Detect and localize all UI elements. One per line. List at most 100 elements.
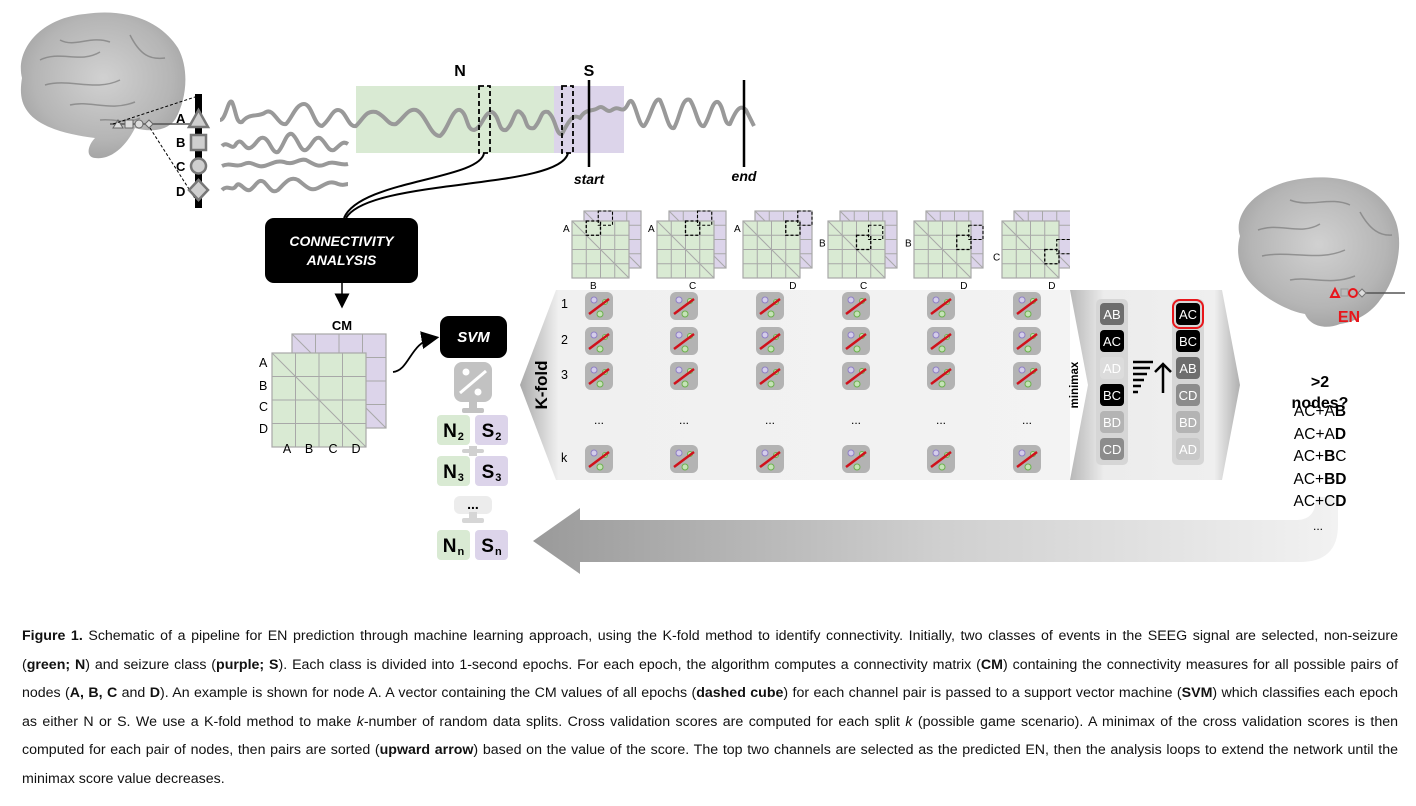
circle-icon xyxy=(189,157,208,175)
connectivity-line-1: CONNECTIVITY xyxy=(289,232,394,249)
class-label-n: N xyxy=(454,63,466,80)
signal-channel-a xyxy=(219,97,756,138)
svm-classifier-icon xyxy=(670,292,698,320)
node-combination: AC+BD xyxy=(1293,470,1347,488)
minimax-label: minimax xyxy=(1069,361,1081,408)
svm-classifier-icon xyxy=(670,445,698,473)
pipeline-diagram: A B C D N S start end CM A B C D A B xyxy=(20,12,1405,574)
svm-classifier-icon xyxy=(842,445,870,473)
channel-label-a: A xyxy=(176,111,186,126)
question-line-1: >2 xyxy=(1311,374,1329,391)
class-label-s: S xyxy=(584,63,595,80)
electrode-contacts-left xyxy=(110,96,197,201)
nonseizure-window xyxy=(356,86,554,153)
node-combination: AC+AD xyxy=(1293,425,1347,443)
caption-label: Figure 1. xyxy=(22,628,83,644)
svm-box: SVM xyxy=(440,316,507,358)
cm-row-c: C xyxy=(259,400,268,414)
cm-col-d: D xyxy=(351,442,360,456)
svm-classifier-icon xyxy=(756,445,784,473)
unsorted-pair-bd: BD xyxy=(1100,411,1124,433)
node-combination: AC+BC xyxy=(1293,448,1347,465)
fold-ellipsis: ... xyxy=(679,413,689,427)
kfold-row-labels: 1 2 3 k xyxy=(561,297,568,465)
unsorted-pair-ab: AB xyxy=(1100,303,1124,325)
fold-label-2: 2 xyxy=(561,333,568,347)
question-line-2: nodes? xyxy=(1292,395,1349,412)
svm-classifier-icon xyxy=(1013,292,1041,320)
dashed-cube xyxy=(684,220,701,236)
pair-row-label: A xyxy=(563,224,570,235)
sorted-pair-bd: BD xyxy=(1176,411,1200,433)
svm-ellipsis: ... xyxy=(467,496,479,512)
svm-classifier-icon xyxy=(842,292,870,320)
signal-channel-d xyxy=(220,176,349,194)
pair-matrix-ab: AB xyxy=(563,210,642,292)
end-label: end xyxy=(732,168,757,184)
en-label: EN xyxy=(1338,309,1360,326)
svm-classifier-icon xyxy=(842,327,870,355)
pair-row-label: A xyxy=(734,224,741,235)
sorted-pair-cd: CD xyxy=(1176,384,1200,406)
fold-ellipsis: ... xyxy=(1022,413,1032,427)
pair-matrix-ac: AC xyxy=(648,210,727,292)
connectivity-line-2: ANALYSIS xyxy=(306,251,377,268)
dashed-cube xyxy=(956,234,972,251)
svm-classifier-icon xyxy=(927,327,955,355)
kfold-label: K-fold xyxy=(532,360,551,409)
fold-ellipsis: ... xyxy=(594,413,604,427)
pair-col-label: C xyxy=(860,281,867,292)
svm-classifier-icon xyxy=(756,292,784,320)
signal-channel-c xyxy=(221,157,349,169)
epoch-connectors xyxy=(343,152,569,219)
svm-robot-icon xyxy=(454,362,492,523)
svm-classifier-icon xyxy=(756,327,784,355)
svm-classifier-icon xyxy=(670,327,698,355)
pair-matrix-bc: BC xyxy=(819,210,898,292)
svm-classifier-icon xyxy=(756,362,784,390)
pair-col-label: D xyxy=(1048,281,1055,292)
dashed-cube xyxy=(585,220,602,236)
connectivity-analysis-box: CONNECTIVITY ANALYSIS xyxy=(265,218,418,283)
fold-label-1: 1 xyxy=(561,297,568,311)
svm-classifier-icon xyxy=(1013,362,1041,390)
pair-row-label: B xyxy=(905,238,912,249)
unsorted-pair-bc: BC xyxy=(1100,384,1124,406)
svm-classifier-icon xyxy=(1013,327,1041,355)
svm-classifier-icon xyxy=(585,445,613,473)
upward-arrow-icon xyxy=(1154,362,1172,393)
cm-col-a: A xyxy=(283,442,292,456)
pair-col-label: B xyxy=(590,281,597,292)
electrode-contacts-right xyxy=(1329,286,1405,298)
fold-ellipsis: ... xyxy=(765,413,775,427)
combos-ellipsis: ... xyxy=(1313,519,1323,533)
sorted-pair-bc: BC xyxy=(1176,330,1200,352)
sorted-pair-ab: AB xyxy=(1176,357,1200,379)
unsorted-pair-cd: CD xyxy=(1100,438,1124,460)
svm-classifier-icon xyxy=(927,292,955,320)
cm-col-b: B xyxy=(305,442,313,456)
start-label: start xyxy=(574,171,606,187)
pair-col-label: D xyxy=(960,281,967,292)
svm-classifier-icon xyxy=(1013,445,1041,473)
pair-row-label: A xyxy=(648,224,655,235)
loop-back-arrow xyxy=(533,497,1338,574)
pair-matrix-cd: CD xyxy=(993,210,1070,292)
dashed-cube xyxy=(785,220,801,236)
pair-row-label: B xyxy=(819,238,826,249)
fold-label-3: 3 xyxy=(561,368,568,382)
channel-markers xyxy=(186,107,211,202)
svm-classifier-icon xyxy=(585,292,613,320)
svm-classifier-icon xyxy=(585,362,613,390)
node-combination: AC+CD xyxy=(1293,493,1347,510)
svm-classifier-icon xyxy=(927,362,955,390)
sorted-pair-ad: AD xyxy=(1176,438,1200,460)
dashed-cube xyxy=(1044,248,1060,265)
